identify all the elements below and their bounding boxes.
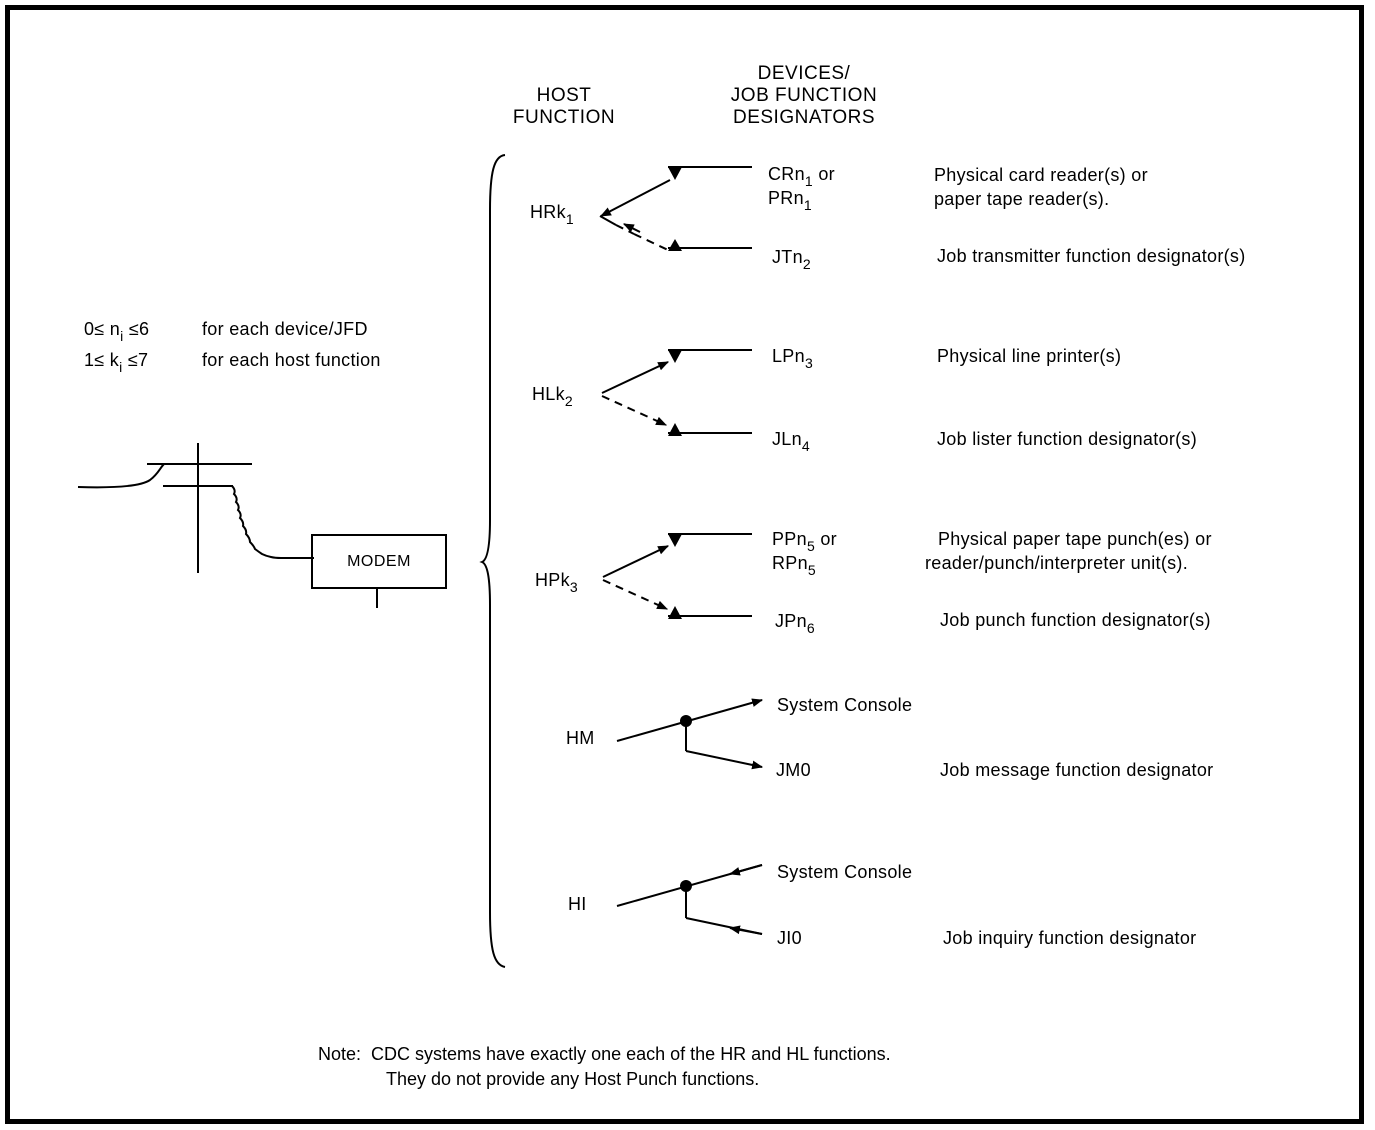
triangle-up-hr [668,239,682,251]
n-constraint-desc: for each device/JFD [202,319,368,339]
desc-line-printer: Physical line printer(s) [937,346,1122,366]
brace [479,154,506,968]
desc-tape-punch-2: reader/punch/interpreter unit(s). [925,553,1189,573]
k-constraint: 1≤ ki ≤7 [84,350,149,375]
desc-job-inquiry: Job inquiry function designator [943,928,1197,948]
coiled-cable-icon [231,485,314,559]
n-constraint: 0≤ ni ≤6 [84,319,150,344]
modem-label: MODEM [347,553,411,570]
triangle-up-hl [668,423,682,436]
phone-wire-icon [77,463,165,489]
footnote-line-2: They do not provide any Host Punch funct… [386,1069,760,1089]
device-jm0: JM0 [776,760,811,780]
triangle-down-hr [668,167,682,180]
junction-dot-hi [680,880,692,892]
device-pp: PPn5 or [772,529,837,554]
desc-job-transmitter: Job transmitter function designator(s) [937,246,1246,266]
device-jl: JLn4 [772,429,811,454]
triangle-down-hp [668,534,682,547]
k-constraint-desc: for each host function [202,350,381,370]
host-hl: HLk2 [532,384,574,409]
desc-job-punch: Job punch function designator(s) [940,610,1211,630]
desc-card-reader-1: Physical card reader(s) or [934,165,1148,185]
host-hp: HPk3 [535,570,578,595]
device-pr: PRn1 [768,188,813,213]
host-hi: HI [568,894,587,914]
triangle-up-hp [668,606,682,619]
device-system-console-out: System Console [777,695,913,715]
desc-job-lister: Job lister function designator(s) [937,429,1198,449]
host-hr: HRk1 [530,202,574,227]
figure-frame [5,5,1364,1124]
triangle-down-hl [668,350,682,363]
device-rp: RPn5 [772,553,817,578]
device-ji0: JI0 [777,928,802,948]
desc-job-message: Job message function designator [940,760,1214,780]
footnote-line-1: Note: CDC systems have exactly one each … [318,1044,891,1064]
device-jt: JTn2 [772,247,811,272]
desc-card-reader-2: paper tape reader(s). [934,189,1110,209]
desc-tape-punch-1: Physical paper tape punch(es) or [938,529,1212,549]
host-hm: HM [566,728,595,748]
device-system-console-in: System Console [777,862,913,882]
device-cr: CRn1 or [768,164,835,189]
footnote: Note: CDC systems have exactly one each … [318,1042,891,1092]
device-jp: JPn6 [775,611,816,636]
modem-box [311,534,447,589]
device-lp: LPn3 [772,346,814,371]
junction-dot-hm [680,715,692,727]
